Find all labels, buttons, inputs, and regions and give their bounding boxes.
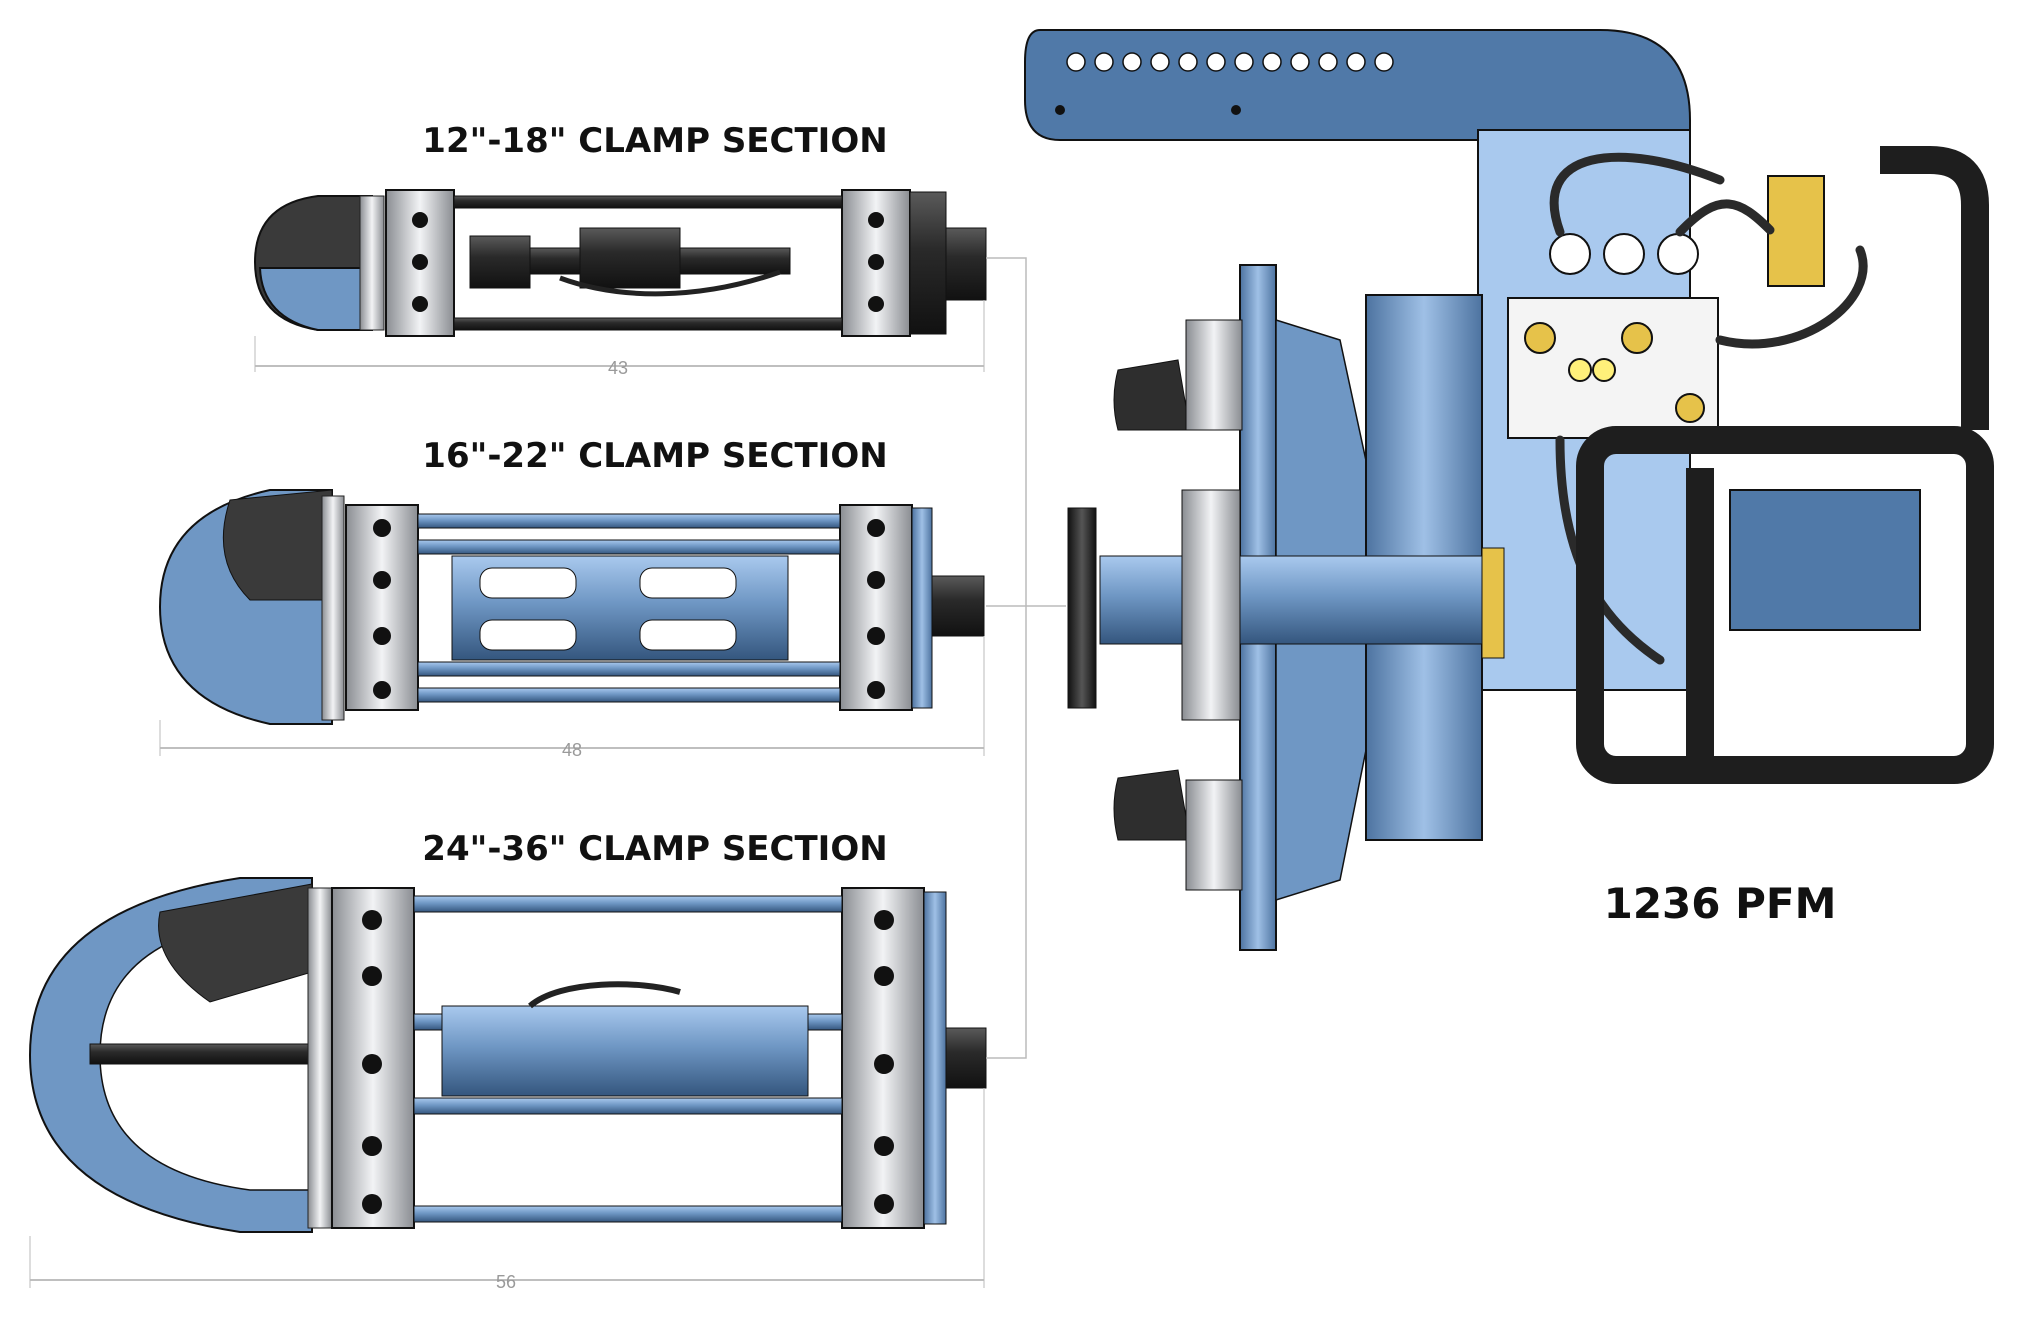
hose xyxy=(528,981,681,1009)
tube-frame xyxy=(1576,146,1994,784)
dimension-label: 43 xyxy=(608,358,628,378)
jaw-pad xyxy=(222,489,333,601)
panel-knobs xyxy=(1524,322,1705,423)
tie-rod xyxy=(413,1205,843,1223)
pfm-machine: 1236 PFM xyxy=(1024,29,1994,951)
gauges xyxy=(1549,233,1699,275)
section-title: 16"-22" CLAMP SECTION xyxy=(422,436,887,476)
clamp-section-24-36: 24"-36" CLAMP SECTION 56 xyxy=(28,829,987,1292)
hose xyxy=(559,269,781,297)
brass-collar xyxy=(1481,547,1505,659)
bolt-holes xyxy=(412,212,884,312)
tie-rod xyxy=(413,895,843,913)
tie-rod xyxy=(453,195,843,209)
clamp-section-16-22: 16"-22" CLAMP SECTION 48 xyxy=(158,436,985,760)
center-plate xyxy=(441,1005,809,1097)
jaw-pad xyxy=(158,883,313,1003)
spindle xyxy=(1099,555,1491,645)
end-cap xyxy=(923,891,947,1225)
bolt-holes xyxy=(373,519,885,699)
hydraulic-cylinder xyxy=(469,235,531,289)
motor xyxy=(1729,489,1921,631)
tie-rod xyxy=(453,317,843,331)
shaft xyxy=(945,227,987,301)
valve-block xyxy=(1767,175,1825,287)
end-cap xyxy=(909,191,947,335)
jaw-plate xyxy=(359,195,385,331)
tool-heads xyxy=(1113,319,1243,891)
end-cap xyxy=(911,507,933,709)
tie-rod xyxy=(413,1097,843,1115)
bolt-holes xyxy=(362,910,894,1214)
jaw-plate xyxy=(307,887,333,1229)
tie-rod xyxy=(417,539,841,555)
clamp-jaw-lower xyxy=(258,267,373,331)
clamp-section-12-18: 12"-18" CLAMP SECTION 43 xyxy=(253,121,987,378)
jaw-plate xyxy=(321,495,345,721)
dimension-label: 56 xyxy=(496,1272,516,1292)
tie-rod xyxy=(417,687,841,703)
machine-label: 1236 PFM xyxy=(1604,879,1837,928)
connector-lines xyxy=(986,257,1066,1059)
face-plate xyxy=(1067,507,1097,709)
valve-block xyxy=(579,227,681,289)
clamp-ring xyxy=(345,504,419,711)
jaw-rod xyxy=(89,1043,313,1065)
clamp-ring xyxy=(839,504,913,711)
tie-rod xyxy=(417,513,841,529)
section-title: 12"-18" CLAMP SECTION xyxy=(422,121,887,161)
arm-holes xyxy=(1066,52,1394,72)
tie-rod xyxy=(417,661,841,677)
shaft xyxy=(931,575,985,637)
shaft xyxy=(945,1027,987,1089)
dimension-label: 48 xyxy=(562,740,582,760)
section-title: 24"-36" CLAMP SECTION xyxy=(422,829,887,869)
